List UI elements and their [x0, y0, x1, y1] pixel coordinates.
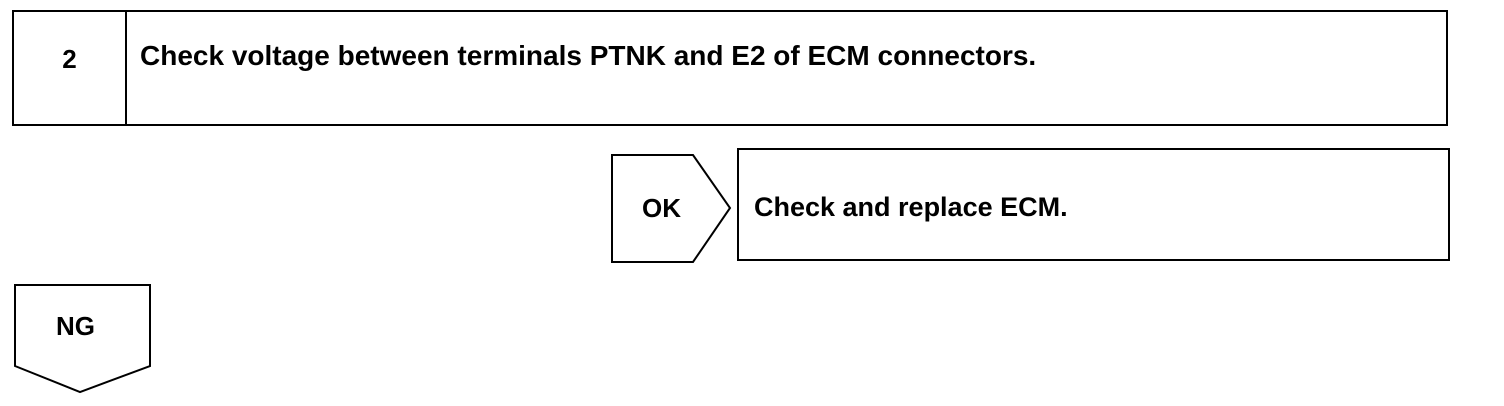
ng-label: NG [56, 311, 95, 341]
ok-arrow-shape [611, 154, 732, 263]
step-box: 2 Check voltage between terminals PTNK a… [12, 10, 1448, 126]
step-number: 2 [14, 12, 127, 124]
ng-arrow-shape [14, 284, 151, 394]
ok-label: OK [642, 193, 681, 223]
step-instruction: Check voltage between terminals PTNK and… [140, 40, 1037, 71]
ok-action-box: Check and replace ECM. [737, 148, 1450, 261]
